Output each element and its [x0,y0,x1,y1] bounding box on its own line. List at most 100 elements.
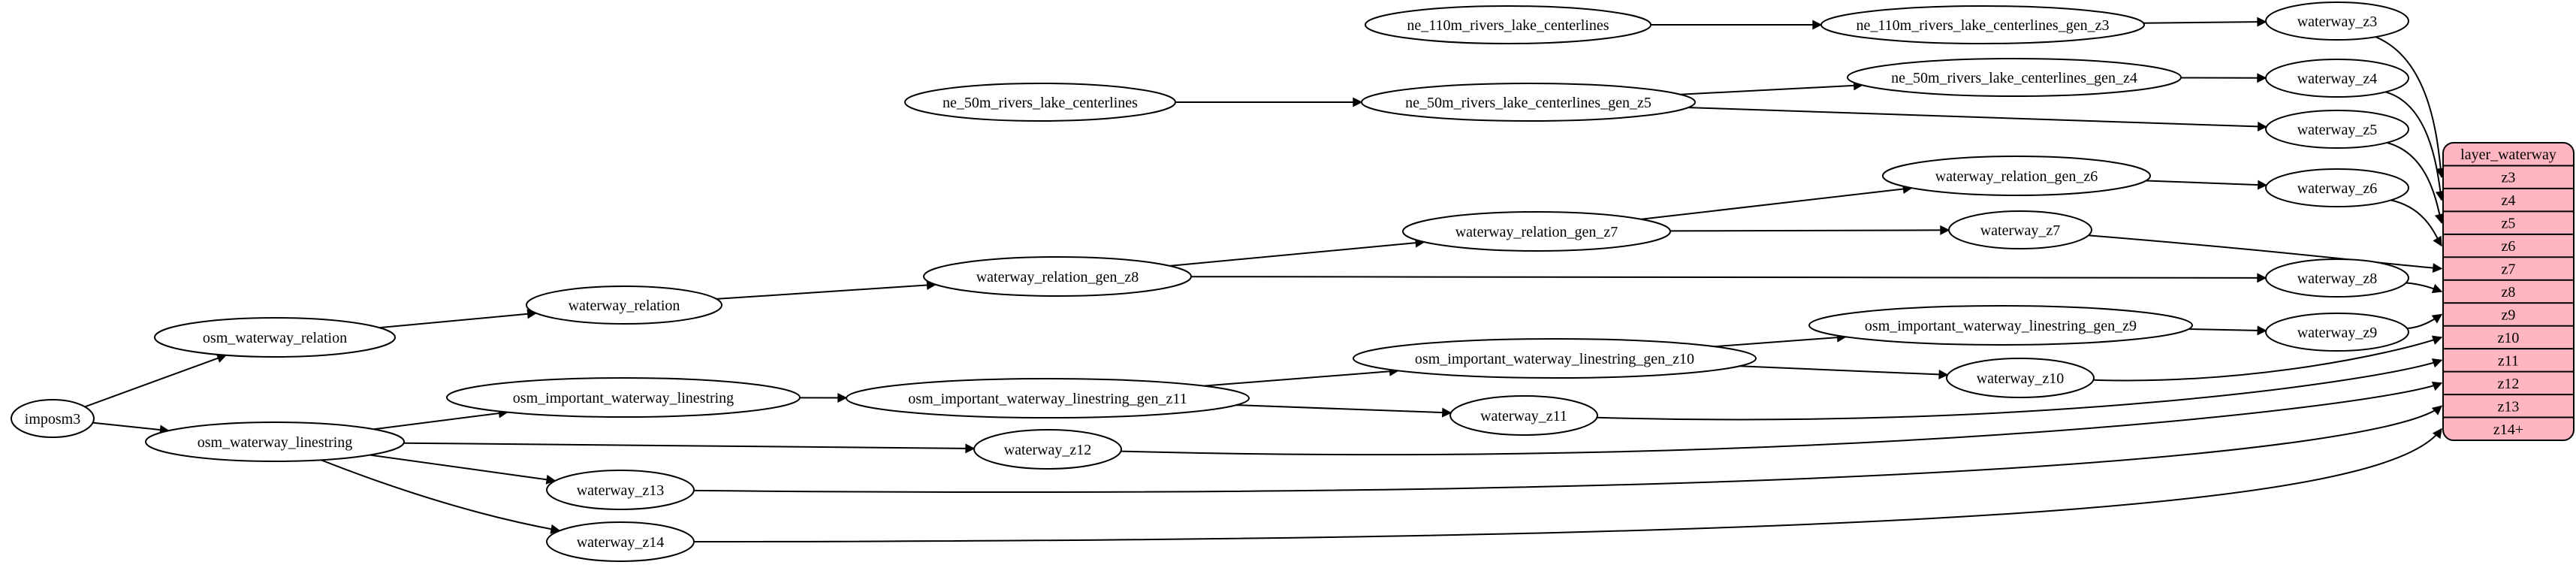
node-ellipse-waterway_z4 [2265,59,2409,98]
node-ellipse-waterway_relation_gen_z6 [1882,156,2151,196]
node-ellipse-osm_important_waterway_linestring [446,377,801,418]
node-ellipse-waterway_z5 [2265,110,2409,149]
node-ellipse-ne_110m_rivers_lake_centerlines_gen_z3 [1820,5,2145,44]
node-ellipse-waterway_z7 [1948,210,2092,249]
edge-waterway_z8-to-layer_waterway-z8 [2406,282,2443,294]
edge-waterway_relation-to-waterway_relation_gen_z8 [716,279,937,300]
node-waterway_z8: waterway_z8 [2265,258,2409,298]
node-waterway_relation_gen_z7: waterway_relation_gen_z7 [1402,211,1671,252]
node-waterway_z12: waterway_z12 [973,429,1122,470]
node-osm_waterway_relation: osm_waterway_relation [154,317,396,358]
node-label-waterway_z13: waterway_z13 [577,482,665,499]
table-row-z4: z4 [2502,192,2516,209]
edge-waterway_relation_gen_z7-to-waterway_z7 [1670,225,1950,235]
node-ellipse-ne_110m_rivers_lake_centerlines [1365,5,1651,44]
node-ellipse-osm_important_waterway_linestring_gen_z9 [1808,305,2193,346]
node-waterway_z3: waterway_z3 [2265,2,2409,41]
node-ellipse-waterway_relation [526,286,722,325]
table-row-z3: z3 [2502,170,2516,186]
node-waterway_z5: waterway_z5 [2265,110,2409,149]
node-ellipse-waterway_z9 [2265,313,2409,352]
node-waterway_relation_gen_z6: waterway_relation_gen_z6 [1882,156,2151,196]
node-label-waterway_relation_gen_z7: waterway_relation_gen_z7 [1455,224,1618,240]
edge-waterway_relation_gen_z8-to-waterway_relation_gen_z7 [1169,237,1425,267]
node-waterway_relation: waterway_relation [526,286,722,325]
table-row-z5: z5 [2502,216,2516,232]
table-row-z13: z13 [2498,398,2520,415]
node-ellipse-waterway_relation_gen_z7 [1402,211,1671,252]
node-ellipse-ne_50m_rivers_lake_centerlines_gen_z5 [1361,83,1696,122]
edge-ne_50m_rivers_lake_centerlines_gen_z5-to-waterway_z5 [1688,107,2268,131]
edge-waterway_z6-to-layer_waterway-z6 [2390,199,2442,247]
node-label-imposm3: imposm3 [25,411,80,428]
node-label-waterway_z5: waterway_z5 [2297,122,2378,138]
node-waterway_z13: waterway_z13 [546,470,695,510]
node-osm_important_waterway_linestring_gen_z11: osm_important_waterway_linestring_gen_z1… [846,378,1250,418]
node-label-osm_important_waterway_linestring_gen_z10: osm_important_waterway_linestring_gen_z1… [1415,351,1694,367]
edge-osm_important_waterway_linestring_gen_z11-to-waterway_z11 [1235,404,1452,418]
node-label-osm_important_waterway_linestring_gen_z11: osm_important_waterway_linestring_gen_z1… [908,391,1187,407]
node-label-waterway_z3: waterway_z3 [2297,14,2378,30]
edge-waterway_z14-to-layer_waterway-z14+ [693,428,2442,542]
node-waterway_z6: waterway_z6 [2265,168,2409,207]
edge-osm_important_waterway_linestring_gen_z10-to-osm_important_waterway_linestring_gen_z9 [1714,332,1847,348]
node-waterway_z9: waterway_z9 [2265,313,2409,352]
edge-waterway_z7-to-layer_waterway-z7 [2088,234,2443,273]
node-ellipse-waterway_z3 [2265,2,2409,41]
node-waterway_z14: waterway_z14 [546,521,695,562]
edge-osm_waterway_linestring-to-waterway_z14 [321,459,561,534]
edge-osm_important_waterway_linestring_gen_z9-to-waterway_z9 [2188,325,2267,336]
table-row-z7: z7 [2502,261,2516,278]
node-label-ne_50m_rivers_lake_centerlines_gen_z4: ne_50m_rivers_lake_centerlines_gen_z4 [1891,70,2137,86]
node-ellipse-waterway_z8 [2265,258,2409,298]
edge-waterway_z9-to-layer_waterway-z9 [2407,313,2443,329]
node-ne_50m_rivers_lake_centerlines_gen_z5: ne_50m_rivers_lake_centerlines_gen_z5 [1361,83,1696,122]
node-waterway_z11: waterway_z11 [1449,395,1598,436]
node-label-waterway_relation_gen_z8: waterway_relation_gen_z8 [976,269,1139,286]
node-waterway_relation_gen_z8: waterway_relation_gen_z8 [923,256,1192,297]
node-imposm3: imposm3 [11,399,95,438]
edge-waterway_relation_gen_z7-to-waterway_relation_gen_z6 [1641,184,1913,220]
edge-ne_110m_rivers_lake_centerlines_gen_z3-to-waterway_z3 [2143,17,2267,27]
table-row-z9: z9 [2502,307,2516,323]
node-waterway_z4: waterway_z4 [2265,59,2409,98]
node-ellipse-waterway_z14 [546,521,695,562]
node-ellipse-osm_important_waterway_linestring_gen_z11 [846,378,1250,418]
edge-waterway_relation_gen_z6-to-waterway_z6 [2146,180,2268,190]
edge-waterway_z5-to-layer_waterway-z5 [2386,141,2445,224]
node-ellipse-osm_important_waterway_linestring_gen_z10 [1353,338,1757,379]
table-outline [2442,142,2574,441]
node-label-waterway_relation_gen_z6: waterway_relation_gen_z6 [1935,168,2098,185]
node-label-waterway_z14: waterway_z14 [577,534,665,551]
node-label-osm_important_waterway_linestring_gen_z9: osm_important_waterway_linestring_gen_z9 [1865,318,2137,334]
node-ellipse-ne_50m_rivers_lake_centerlines_gen_z4 [1847,58,2182,97]
node-ellipse-osm_waterway_linestring [145,421,405,462]
node-label-waterway_z8: waterway_z8 [2297,270,2378,287]
edge-osm_waterway_linestring-to-waterway_z13 [370,454,557,485]
node-ellipse-waterway_z6 [2265,168,2409,207]
node-osm_waterway_linestring: osm_waterway_linestring [145,421,405,462]
node-osm_important_waterway_linestring: osm_important_waterway_linestring [446,377,801,418]
node-label-waterway_z6: waterway_z6 [2297,180,2378,197]
node-label-waterway_z11: waterway_z11 [1480,408,1567,425]
edge-layer [84,17,2446,542]
node-ellipse-ne_50m_rivers_lake_centerlines [904,83,1176,122]
node-osm_important_waterway_linestring_gen_z9: osm_important_waterway_linestring_gen_z9 [1808,305,2193,346]
node-label-osm_important_waterway_linestring: osm_important_waterway_linestring [513,390,734,406]
node-label-osm_waterway_relation: osm_waterway_relation [203,330,347,346]
node-ne_110m_rivers_lake_centerlines_gen_z3: ne_110m_rivers_lake_centerlines_gen_z3 [1820,5,2145,44]
edge-ne_50m_rivers_lake_centerlines_gen_z5-to-ne_50m_rivers_lake_centerlines_gen_z4 [1680,80,1864,95]
edge-osm_waterway_relation-to-waterway_relation [379,309,538,329]
node-label-ne_50m_rivers_lake_centerlines_gen_z5: ne_50m_rivers_lake_centerlines_gen_z5 [1405,95,1651,111]
table-row-z14+: z14+ [2493,421,2523,438]
table-row-z10: z10 [2498,330,2520,346]
node-ellipse-osm_waterway_relation [154,317,396,358]
node-label-waterway_relation: waterway_relation [569,298,680,314]
node-ellipse-waterway_z13 [546,470,695,510]
table-layer_waterway: layer_waterwayz3z4z5z6z7z8z9z10z11z12z13… [2442,142,2574,441]
node-ellipse-waterway_z10 [1946,358,2095,398]
edge-imposm3-to-osm_waterway_linestring [92,421,170,435]
edge-waterway_z4-to-layer_waterway-z4 [2385,91,2445,201]
